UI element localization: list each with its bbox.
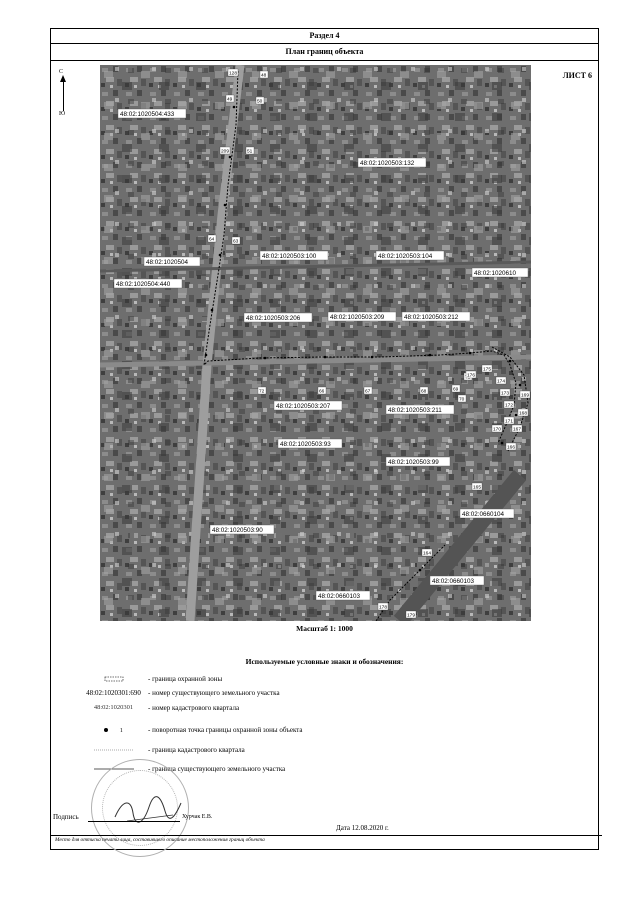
point-label: 175 xyxy=(483,367,491,373)
legend-text: - граница кадастрового квартала xyxy=(148,746,245,754)
legend-text: - поворотная точка границы охранной зоны… xyxy=(148,726,303,734)
point-label: 171 xyxy=(505,419,513,425)
satellite-map: 48:02:1020504:433 48:02:1020503:132 48:0… xyxy=(100,65,531,621)
north-arrow-shaft xyxy=(63,77,64,111)
parcel-label: 48:02:1020503:207 xyxy=(276,403,331,410)
parcel-label: 48:02:0660104 xyxy=(462,511,505,518)
point-label: 166 xyxy=(507,445,515,451)
point-label: 51 xyxy=(247,149,253,155)
signature-icon xyxy=(114,796,182,823)
point-label: 172 xyxy=(505,403,513,409)
point-label: 165 xyxy=(473,485,481,491)
sheet-number: ЛИСТ 6 xyxy=(562,71,592,80)
parcel-label: 48:02:1020503:100 xyxy=(262,253,317,260)
cross-road xyxy=(100,354,531,368)
parcel-label: 48:02:1020503:209 xyxy=(330,314,385,321)
dark-strip xyxy=(393,469,527,621)
parcel-label: 48:02:1020503:90 xyxy=(212,527,263,534)
parcel-label: 48:02:1020504:433 xyxy=(120,111,175,118)
legend-symbol-protected-zone xyxy=(51,675,176,683)
point-label: 170 xyxy=(493,427,501,433)
signer-name: Хурчак Е.В. xyxy=(182,814,213,820)
point-label: 70 xyxy=(459,397,465,403)
point-label: 128 xyxy=(229,71,237,77)
point-labels: 128 48 49 50 209 51 64 63 72 66 67 68 69… xyxy=(207,68,531,619)
point-label: 168 xyxy=(519,411,527,417)
signature-label: Подпись xyxy=(53,813,79,821)
protected-zone-boundary-south xyxy=(375,544,446,621)
point-label: 173 xyxy=(501,391,509,397)
point-label: 72 xyxy=(259,389,265,395)
point-label: 48 xyxy=(261,73,267,79)
section-title: Раздел 4 xyxy=(51,29,598,44)
point-label: 179 xyxy=(407,613,415,619)
point-label: 169 xyxy=(521,393,529,399)
parcel-label: 48:02:1020504 xyxy=(146,259,189,266)
legend-text: - граница существующего земельного участ… xyxy=(148,765,286,773)
main-road xyxy=(185,65,245,621)
legend-title: Используемые условные знаки и обозначени… xyxy=(245,657,404,666)
map-scale: Масштаб 1: 1000 xyxy=(296,624,353,633)
parcel-label: 48:02:1020503:104 xyxy=(378,253,433,260)
map-texture-overlay xyxy=(100,65,531,621)
point-label: 67 xyxy=(365,389,371,395)
point-label: 68 xyxy=(421,389,427,395)
point-label: 174 xyxy=(497,379,505,385)
page-title: План границ объекта xyxy=(51,44,598,61)
point-label: 167 xyxy=(513,427,521,433)
legend-symbol-turning-point: 1 xyxy=(51,726,176,734)
point-label: 50 xyxy=(257,99,263,105)
legend-text: - номер существующего земельного участка xyxy=(148,689,280,697)
point-label: 64 xyxy=(209,237,215,243)
legend-text: - граница охранной зоны xyxy=(148,675,223,683)
parcel-label: 48:02:1020503:212 xyxy=(404,314,459,321)
dot-icon xyxy=(104,728,109,733)
document-sheet: Раздел 4 План границ объекта С Ю ЛИСТ 6 xyxy=(50,28,602,857)
stamp-seal xyxy=(91,759,189,857)
parcel-labels: 48:02:1020504:433 48:02:1020503:132 48:0… xyxy=(113,108,529,601)
parcel-label: 48:02:1020503:132 xyxy=(360,160,415,167)
north-label: С xyxy=(59,69,64,75)
seal-place-note: Место для оттиска печати лица, составивш… xyxy=(51,835,602,845)
parcel-label: 48:02:0660103 xyxy=(432,578,475,585)
point-label: 49 xyxy=(227,97,233,103)
south-label: Ю xyxy=(59,111,66,117)
signature-line xyxy=(88,821,180,822)
turning-points xyxy=(204,105,522,572)
stamp-seal-inner xyxy=(102,770,178,846)
parcel-label: 48:02:1020503:93 xyxy=(280,441,331,448)
parcel-label: 48:02:1020503:211 xyxy=(388,407,442,414)
point-label: 176 xyxy=(467,373,475,379)
point-label: 178 xyxy=(379,605,387,611)
parcel-label: 48:02:1020610 xyxy=(474,270,517,277)
document-date: Дата 12.08.2020 г. xyxy=(336,824,389,832)
legend-symbol-parcel-number: 48:02:1020301:690 xyxy=(86,689,141,697)
point-label: 63 xyxy=(233,239,239,245)
parcel-label: 48:02:1020503:206 xyxy=(246,315,301,322)
legend-text: - номер кадастрового квартала xyxy=(148,704,240,712)
protected-zone-boundary-east xyxy=(491,346,529,452)
point-label: 66 xyxy=(319,389,325,395)
side-road xyxy=(100,260,531,273)
point-label: 209 xyxy=(221,149,229,155)
point-label: 164 xyxy=(423,551,431,557)
legend-symbol-quarter-boundary xyxy=(51,746,176,754)
legend-symbol-quarter-number: 48:02:1020301 xyxy=(93,704,134,711)
point-label: 69 xyxy=(453,387,459,393)
legend-point-number: 1 xyxy=(119,728,123,734)
parcel-label: 48:02:0660103 xyxy=(318,593,361,600)
parcel-label: 48:02:1020503:99 xyxy=(388,459,439,466)
parcel-label: 48:02:1020504:440 xyxy=(116,281,171,288)
map-drawing: 48:02:1020504:433 48:02:1020503:132 48:0… xyxy=(100,65,531,621)
north-arrow: С Ю xyxy=(55,69,71,147)
